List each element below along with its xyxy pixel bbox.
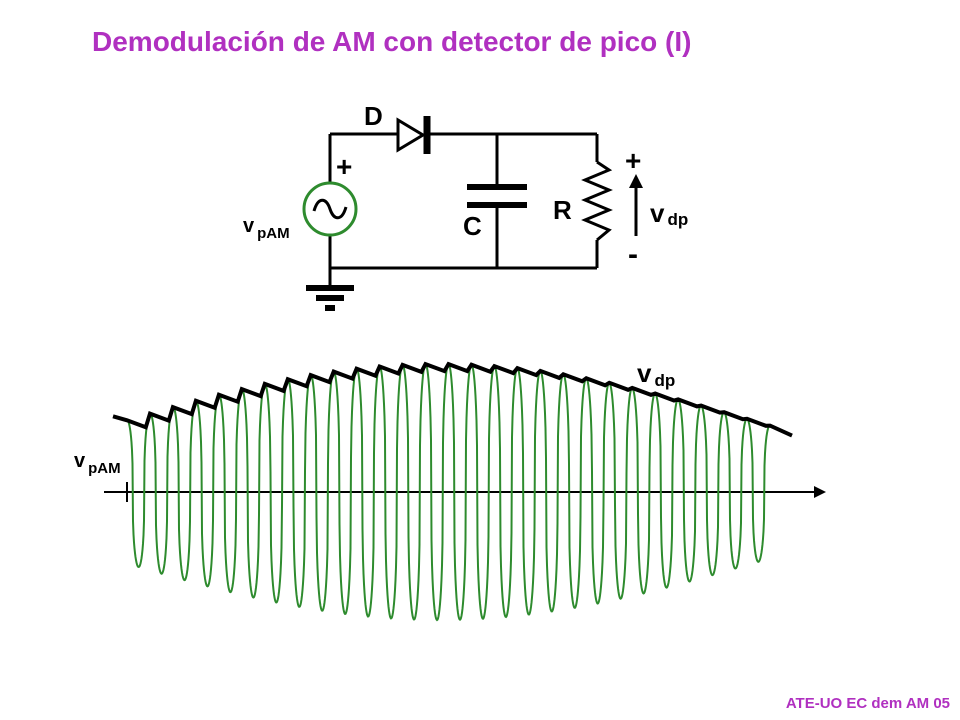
diode-symbol [396,116,431,154]
page-title: Demodulación de AM con detector de pico … [92,26,692,57]
output-label-sub: dp [667,210,688,229]
output-plus-sign: + [625,145,641,176]
resistor-symbol [581,160,613,242]
waveform-output-label-main: v [637,358,652,388]
source-label-main: v [243,215,255,237]
time-axis-arrowhead [814,486,826,498]
resistor-label: R [553,195,572,225]
source-label-sub: pAM [257,225,290,242]
capacitor-label: C [463,211,482,241]
ground-symbol [306,285,354,311]
output-label-main: v [650,198,665,228]
waveform-output-label-sub: dp [654,371,675,390]
waveform-plot [104,361,826,622]
circuit-schematic [328,132,599,287]
output-minus-sign: - [628,238,638,271]
waveform-input-label-main: v [74,450,86,472]
source-plus-sign: + [336,151,352,182]
ac-source-symbol [302,181,358,237]
capacitor-symbol [467,184,527,208]
diode-label: D [364,101,383,131]
output-voltage-arrow [629,174,643,236]
waveform-input-label-sub: pAM [88,460,121,477]
peak-detector-output [112,361,793,438]
slide-footer: ATE-UO EC dem AM 05 [785,695,950,712]
